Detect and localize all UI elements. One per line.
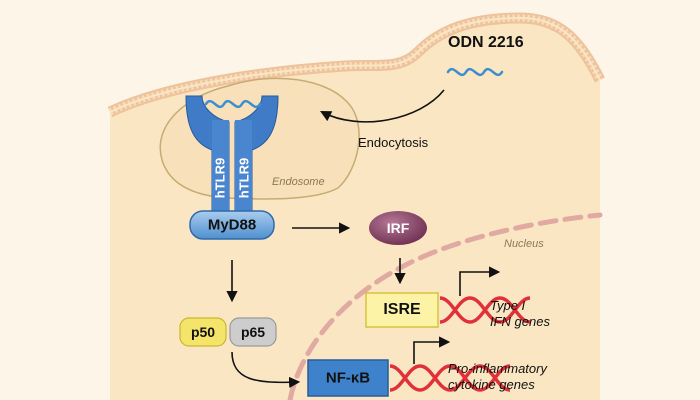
p65-label: p65 bbox=[240, 324, 266, 340]
tlr9-right-label: hTLR9 bbox=[236, 157, 252, 199]
isre-box bbox=[365, 292, 439, 328]
irf-ellipse bbox=[369, 211, 427, 245]
isre-label: ISRE bbox=[383, 301, 421, 318]
myd88-box bbox=[189, 210, 275, 240]
endosome-label: Endosome bbox=[272, 176, 325, 188]
nucleus-label: Nucleus bbox=[504, 238, 544, 250]
arrow-p50p65-nfkb bbox=[231, 351, 301, 389]
tss-arrow-proinf bbox=[413, 336, 451, 364]
tlr9-dimer bbox=[185, 95, 279, 213]
proinf-genes-line2: cytokine genes bbox=[448, 377, 535, 392]
p50-box bbox=[179, 317, 227, 347]
tss-arrow-type1 bbox=[459, 266, 501, 296]
dna-helix-type1 bbox=[439, 296, 531, 324]
tlr9-left-label: hTLR9 bbox=[212, 157, 228, 199]
dna-helix-proinf bbox=[389, 364, 511, 392]
p65-box bbox=[229, 317, 277, 347]
odn-in-endosome bbox=[204, 99, 262, 109]
nfkb-box bbox=[307, 359, 389, 397]
endocytosis-arrow bbox=[320, 89, 445, 123]
endocytosis-label: Endocytosis bbox=[358, 135, 429, 150]
p50-label: p50 bbox=[190, 324, 216, 340]
proinf-genes-line1: Pro-inflammatory bbox=[448, 361, 547, 376]
type1-genes-line1: Type I bbox=[490, 298, 526, 313]
type1-genes-line2: IFN genes bbox=[490, 314, 550, 329]
myd88-label: MyD88 bbox=[207, 216, 257, 234]
odn-2216-strand bbox=[446, 67, 504, 77]
irf-label: IRF bbox=[386, 220, 410, 236]
nfkb-label: NF-κB bbox=[325, 369, 371, 387]
odn-label: ODN 2216 bbox=[448, 34, 524, 51]
